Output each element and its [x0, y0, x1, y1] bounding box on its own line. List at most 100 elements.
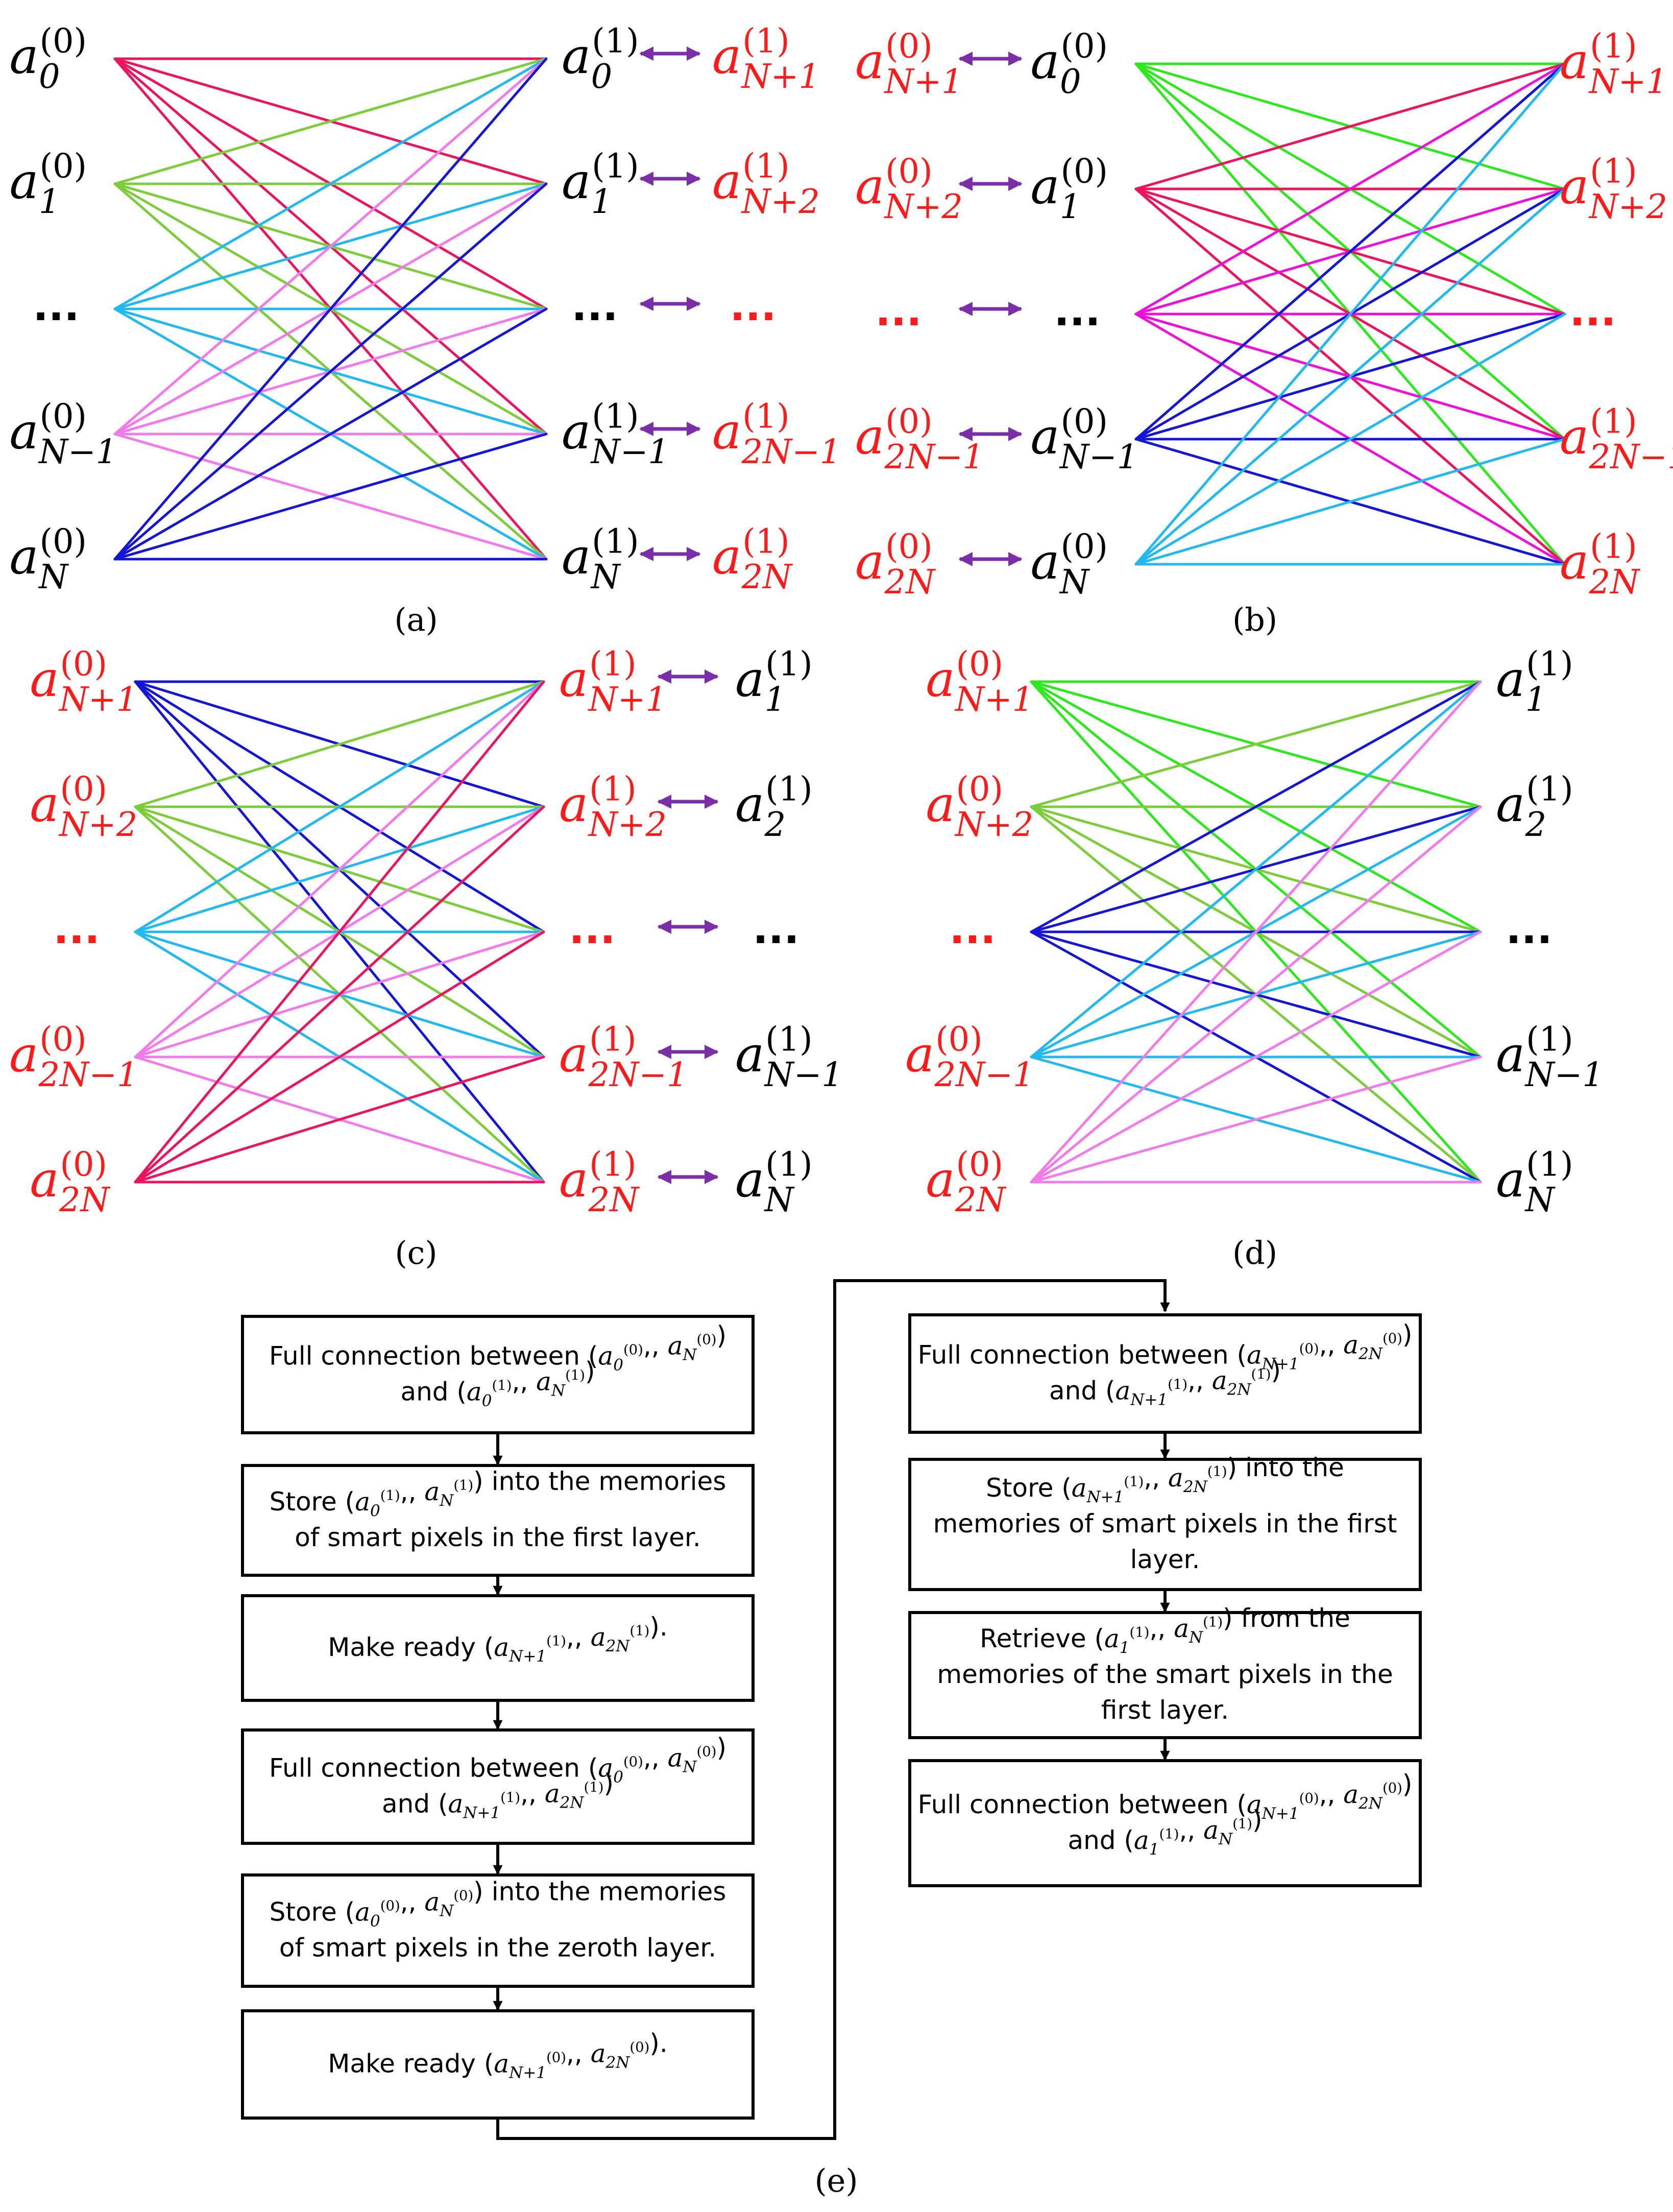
- svg-text:a(0): a(0): [30, 1145, 107, 1208]
- variable-a: a: [562, 403, 591, 460]
- right-node-label: a(1)N+2: [559, 770, 667, 844]
- variable-a: a: [559, 1151, 588, 1208]
- left-node-label: a(0)N: [9, 522, 87, 596]
- flow-text-line: Make ready (aN+1(0),, a2N(0)).: [328, 2028, 668, 2082]
- svg-text:a(0): a(0): [9, 397, 87, 460]
- panel-caption-b: (b): [1232, 601, 1277, 638]
- superscript: (0): [956, 770, 1003, 809]
- right-node-label: a(1)0: [562, 22, 639, 96]
- superscript: (1): [592, 22, 639, 61]
- left-ellipsis: ...: [33, 282, 79, 330]
- edge: [134, 680, 545, 1059]
- left-node-label: a(0)N: [1030, 527, 1108, 602]
- flow-box: [908, 1759, 1422, 1887]
- edge: [1030, 680, 1482, 933]
- subscript: N−1: [590, 432, 669, 471]
- right-node-label: a(1)N: [562, 522, 639, 596]
- superscript: (1): [589, 1020, 636, 1059]
- svg-text:a(1): a(1): [1496, 1020, 1573, 1083]
- left-step-6: Make ready (aN+1(0),, a2N(0)).: [241, 2009, 755, 2120]
- variable-a: a: [905, 1026, 934, 1083]
- left-node-label: a(0)2N: [926, 1145, 1006, 1219]
- superscript: (0): [60, 770, 107, 809]
- flow-box: [908, 1458, 1422, 1591]
- superscript: (0): [40, 522, 87, 561]
- svg-text:a(0): a(0): [9, 22, 87, 85]
- edge: [1134, 312, 1566, 566]
- extra-node-label: a(0)N+1: [855, 27, 963, 101]
- edge: [1134, 438, 1566, 566]
- superscript: (0): [885, 402, 932, 441]
- right-node-label: a(1)N+1: [559, 645, 667, 719]
- panel-caption-a: (a): [394, 601, 438, 638]
- left-node-label: a(0)N−1: [9, 397, 117, 471]
- variable-a: a: [9, 528, 38, 585]
- panel-b: a(0)0a(0)1...a(0)N−1a(0)Na(1)N+1a(1)N+2.…: [855, 27, 1673, 638]
- variable-a: a: [1496, 776, 1525, 833]
- superscript: (1): [742, 22, 789, 61]
- flow-text-line: and (aN+1(1),, a2N(1)): [382, 1768, 614, 1822]
- superscript: (1): [765, 1020, 812, 1059]
- right-ellipsis: ...: [1506, 905, 1552, 953]
- superscript: (0): [1061, 527, 1108, 566]
- superscript: (0): [885, 27, 932, 66]
- svg-text:a(0): a(0): [926, 770, 1003, 833]
- svg-text:a(0): a(0): [9, 522, 87, 585]
- superscript: (1): [1526, 1020, 1573, 1059]
- subscript: 0: [1060, 62, 1081, 101]
- flow-text-line: of smart pixels in the zeroth layer.: [279, 1933, 716, 1962]
- edge: [1134, 62, 1566, 190]
- left-node-label: a(0)0: [1030, 27, 1108, 101]
- superscript: (1): [1590, 402, 1637, 441]
- left-node-label: a(0)N+1: [30, 645, 137, 719]
- extra-node-label: a(1)1: [735, 645, 813, 719]
- left-step-1: Full connection between (a0(0),, aN(0))a…: [241, 1315, 755, 1434]
- right-step-1: Full connection between (aN+1(0),, a2N(0…: [908, 1313, 1422, 1434]
- right-step-2: Store (aN+1(1),, a2N(1)) into thememorie…: [908, 1453, 1422, 1591]
- superscript: (0): [885, 152, 932, 191]
- edge: [1030, 680, 1482, 808]
- edge: [113, 432, 548, 561]
- superscript: (0): [60, 1145, 107, 1184]
- svg-text:a(0): a(0): [855, 402, 933, 465]
- superscript: (0): [60, 645, 107, 684]
- subscript: N+2: [884, 187, 963, 226]
- subscript: 0: [591, 57, 613, 96]
- subscript: N+2: [954, 805, 1033, 844]
- variable-a: a: [712, 153, 741, 210]
- panel-c: a(0)N+1a(0)N+2...a(0)2N−1a(0)2Na(1)N+1a(…: [9, 645, 843, 1271]
- flow-text-line: of smart pixels in the first layer.: [295, 1523, 701, 1552]
- superscript: (1): [589, 645, 636, 684]
- subscript: 2N: [1589, 563, 1641, 602]
- flow-bridge-arrow: [496, 1279, 1170, 2140]
- flow-box: [241, 1873, 755, 1988]
- variable-a: a: [1560, 158, 1589, 215]
- flow-text-line: and (a0(1),, aN(1)): [400, 1356, 595, 1410]
- subscript: N+2: [1588, 187, 1667, 226]
- variable-a: a: [559, 776, 588, 833]
- subscript: N−1: [38, 432, 117, 471]
- flow-box: [241, 1464, 755, 1577]
- variable-a: a: [1030, 408, 1059, 465]
- variable-a: a: [926, 651, 955, 708]
- left-node-label: a(0)2N−1: [9, 1020, 138, 1094]
- subscript: 1: [39, 182, 60, 221]
- variable-a: a: [712, 528, 741, 585]
- flow-text-line: memories of the smart pixels in the: [937, 1660, 1393, 1689]
- left-node-label: a(0)2N−1: [905, 1020, 1034, 1094]
- svg-text:a(0): a(0): [855, 27, 933, 90]
- subscript: 2N: [741, 558, 793, 596]
- subscript: 1: [1525, 680, 1547, 719]
- extra-node-label: a(0)2N: [855, 527, 936, 602]
- right-node-label: a(1)2: [1496, 770, 1573, 844]
- extra-node-label: a(1)2N−1: [712, 397, 841, 471]
- subscript: N−1: [1059, 438, 1138, 476]
- variable-a: a: [735, 1026, 764, 1083]
- subscript: N: [1524, 1181, 1556, 1219]
- flow-text-line: Retrieve (a1(1),, aN(1)) from the: [980, 1603, 1350, 1657]
- flow-text-line: first layer.: [1101, 1695, 1229, 1725]
- flow-box: [241, 1594, 755, 1702]
- flow-text-line: Full connection between (a0(0),, aN(0)): [269, 1733, 726, 1786]
- extra-node-label: a(1)2: [735, 770, 813, 844]
- subscript: N+1: [588, 680, 667, 719]
